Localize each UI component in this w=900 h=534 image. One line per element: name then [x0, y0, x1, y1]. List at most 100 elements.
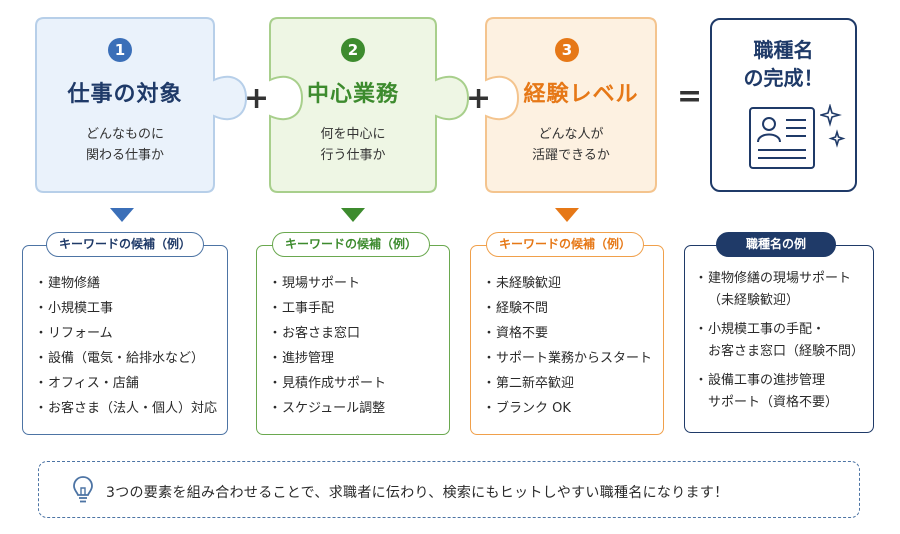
list-item: ・小規模工事の手配・お客さま窓口（経験不問） [694, 319, 864, 363]
bullet: ・ [482, 351, 496, 366]
list-item-label: 第二新卒歓迎 [496, 376, 575, 391]
puzzle-piece-1-shape [35, 17, 248, 193]
example-line-1: 小規模工事の手配・ [708, 322, 826, 337]
plus-sign-2: + [466, 81, 492, 116]
puzzle-piece-3-shape [485, 17, 657, 193]
list-item-label: 建物修繕 [48, 276, 101, 291]
bullet: ・ [482, 276, 496, 291]
example-line-1: 設備工事の進捗管理 [708, 373, 826, 388]
piece-sub-2a: 何を中心に [320, 127, 386, 142]
list-item-label: お客さま窓口 [282, 326, 361, 341]
list-item-label: リフォーム [48, 326, 113, 341]
list-item: ・建物修繕 [34, 271, 217, 296]
list-item: ・設備（電気・給排水など） [34, 346, 217, 371]
list-item: ・リフォーム [34, 321, 217, 346]
step-number-1: 1 [108, 38, 132, 62]
sparkle-icon [820, 104, 846, 148]
puzzle-piece-2-shape [269, 17, 470, 193]
bullet: ・ [268, 401, 282, 416]
equals-sign: = [677, 79, 703, 114]
result-line-2: の完成！ [743, 66, 824, 90]
bullet: ・ [482, 301, 496, 316]
list-item: ・お客さま（法人・個人）対応 [34, 396, 217, 421]
list-item-label: 経験不問 [496, 301, 549, 316]
list-item-label: スケジュール調整 [282, 401, 386, 416]
piece-title-1: 仕事の対象 [67, 82, 183, 107]
bullet: ・ [694, 322, 708, 337]
bullet: ・ [482, 376, 496, 391]
example-line-2: （未経験歓迎） [708, 293, 800, 308]
bullet: ・ [34, 376, 48, 391]
plus-sign-1: + [244, 81, 270, 116]
keyword-card-1 [22, 245, 228, 435]
piece-sub-1b: 関わる仕事か [85, 148, 164, 163]
bullet: ・ [34, 276, 48, 291]
step-number-3: 3 [555, 38, 579, 62]
bullet: ・ [268, 301, 282, 316]
bullet: ・ [268, 276, 282, 291]
list-item-label: 未経験歓迎 [496, 276, 562, 291]
down-arrow-3 [555, 208, 579, 222]
bullet: ・ [694, 373, 708, 388]
list-item-label: 工事手配 [282, 301, 335, 316]
list-item: ・小規模工事 [34, 296, 217, 321]
list-item-label: 見積作成サポート [282, 376, 387, 391]
down-arrow-2 [341, 208, 365, 222]
example-line-2: サポート（資格不要） [708, 395, 839, 410]
down-arrow-1 [110, 208, 134, 222]
list-item: ・建物修繕の現場サポート （未経験歓迎） [694, 268, 864, 312]
list-item-label: サポート業務からスタート [496, 351, 653, 366]
keyword-list-3: ・未経験歓迎 ・経験不問 ・資格不要 ・サポート業務からスタート ・第二新卒歓迎… [482, 271, 652, 421]
piece-title-3: 経験レベル [523, 82, 639, 107]
tip-text: 3つの要素を組み合わせることで、求職者に伝わり、検索にもヒットしやすい職種名にな… [106, 485, 729, 501]
keyword-tag-2: キーワードの候補（例） [272, 232, 430, 257]
example-line-1: 建物修繕の現場サポート [708, 271, 852, 286]
bullet: ・ [34, 401, 48, 416]
bullet: ・ [268, 326, 282, 341]
bullet: ・ [482, 401, 496, 416]
example-list: ・建物修繕の現場サポート（未経験歓迎） ・小規模工事の手配・お客さま窓口（経験不… [694, 268, 864, 421]
puzzle-pieces [35, 17, 657, 193]
list-item: ・経験不問 [482, 296, 652, 321]
list-item: ・お客さま窓口 [268, 321, 386, 346]
example-tag: 職種名の例 [716, 232, 836, 257]
list-item: ・第二新卒歓迎 [482, 371, 652, 396]
list-item-label: 小規模工事 [48, 301, 114, 316]
piece-sub-3a: どんな人が [538, 127, 604, 142]
list-item: ・現場サポート [268, 271, 386, 296]
resume-card-icon [749, 107, 815, 169]
list-item: ・未経験歓迎 [482, 271, 652, 296]
list-item: ・資格不要 [482, 321, 652, 346]
keyword-card-2 [256, 245, 450, 435]
bullet: ・ [34, 326, 48, 341]
piece-sub-1a: どんなものに [85, 127, 164, 142]
keyword-tag-1: キーワードの候補（例） [46, 232, 204, 257]
bullet: ・ [34, 351, 48, 366]
result-line-1: 職種名 [753, 38, 814, 62]
keyword-list-2: ・現場サポート ・工事手配 ・お客さま窓口 ・進捗管理 ・見積作成サポート ・ス… [268, 271, 386, 421]
piece-sub-2b: 行う仕事か [320, 148, 386, 163]
list-item: ・工事手配 [268, 296, 386, 321]
bullet: ・ [268, 376, 282, 391]
piece-sub-3b: 活躍できるか [532, 148, 610, 163]
keyword-tag-3: キーワードの候補（例） [486, 232, 644, 257]
list-item: ・設備工事の進捗管理サポート（資格不要） [694, 370, 864, 414]
list-item: ・進捗管理 [268, 346, 386, 371]
keyword-list-1: ・建物修繕 ・小規模工事 ・リフォーム ・設備（電気・給排水など） ・オフィス・… [34, 271, 217, 421]
list-item-label: 設備（電気・給排水など） [48, 351, 205, 366]
lightbulb-icon [73, 476, 93, 503]
piece-title-2: 中心業務 [306, 82, 399, 107]
list-item: ・スケジュール調整 [268, 396, 386, 421]
bullet: ・ [34, 301, 48, 316]
bullet: ・ [694, 271, 708, 286]
list-item: ・サポート業務からスタート [482, 346, 652, 371]
list-item-label: 進捗管理 [282, 351, 335, 366]
list-item: ・見積作成サポート [268, 371, 386, 396]
list-item-label: 現場サポート [282, 276, 361, 291]
list-item-label: お客さま（法人・個人）対応 [48, 401, 218, 416]
list-item-label: ブランク OK [496, 401, 571, 416]
list-item: ・ブランク OK [482, 396, 652, 421]
example-line-2: お客さま窓口（経験不問） [708, 344, 865, 359]
list-item-label: 資格不要 [496, 326, 549, 341]
list-item-label: オフィス・店舗 [48, 376, 139, 391]
